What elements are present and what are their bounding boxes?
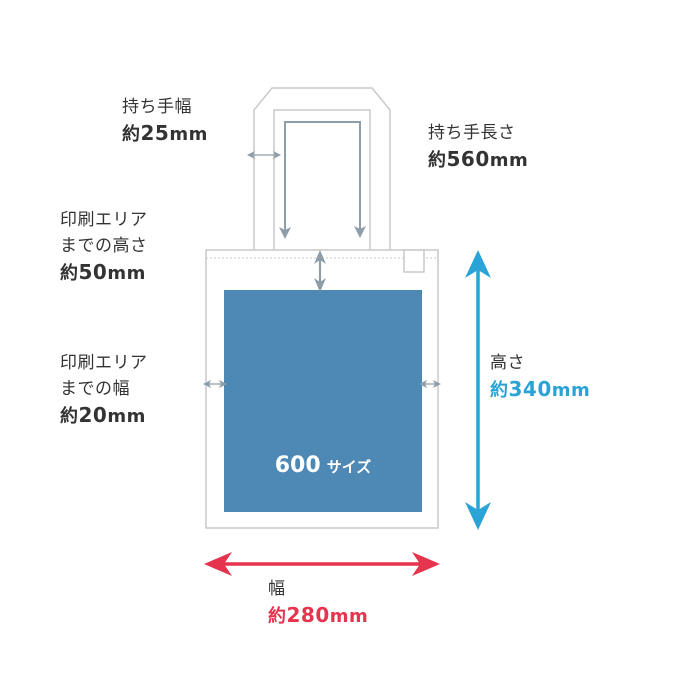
print-area-label: 600 サイズ	[224, 450, 422, 483]
width-title: 幅	[268, 579, 286, 599]
handle-length-arrow	[284, 121, 366, 238]
handle-width-value: 約25mm	[122, 121, 208, 145]
handle-inner-outline	[273, 109, 371, 268]
width-value: 約280mm	[268, 603, 369, 627]
width-label: 幅 約280mm	[268, 576, 368, 630]
handle-length-title: 持ち手長さ	[428, 123, 516, 143]
handle-length-label: 持ち手長さ 約560mm	[428, 120, 528, 174]
handle-length-value: 約560mm	[428, 147, 529, 171]
print-area	[224, 290, 422, 512]
handle-width-title: 持ち手幅	[122, 97, 192, 117]
print-area-size-number: 600	[274, 453, 321, 478]
handle-width-label: 持ち手幅 約25mm	[122, 94, 208, 148]
print-area-size-unit: サイズ	[326, 458, 372, 476]
height-title: 高さ	[490, 353, 525, 373]
print-side-offset-label: 印刷エリア までの幅 約20mm	[60, 353, 148, 427]
handle-outline	[253, 87, 391, 268]
height-value: 約340mm	[490, 377, 591, 401]
height-label: 高さ 約340mm	[490, 350, 590, 404]
bag-tab	[403, 249, 425, 273]
print-top-offset-label: 印刷エリア までの高さ 約50mm	[60, 210, 148, 284]
